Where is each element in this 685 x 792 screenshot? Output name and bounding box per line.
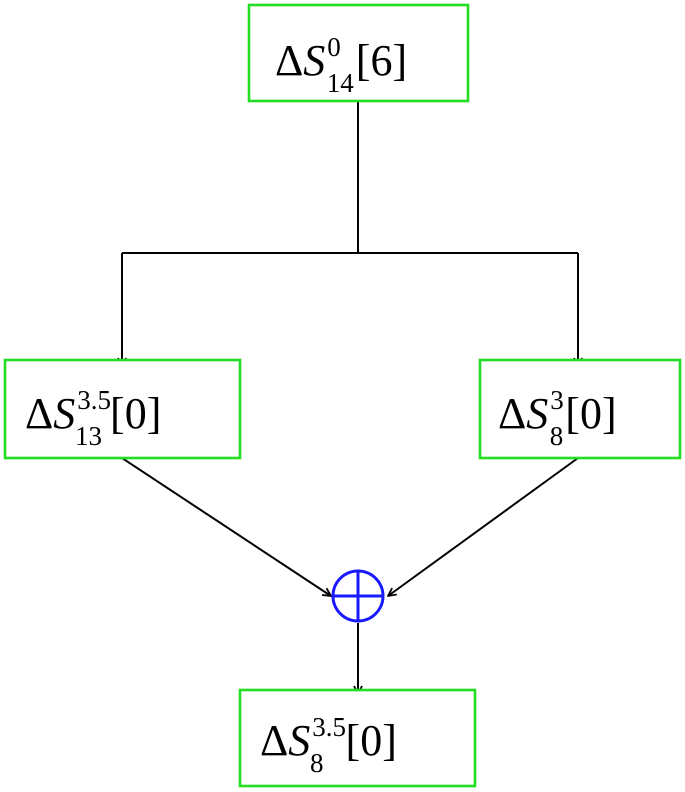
edge-right-to-xor <box>388 457 579 596</box>
node-bottom-box <box>238 688 477 788</box>
node-top-box <box>247 3 470 103</box>
xor-icon <box>331 569 385 623</box>
node-left-box <box>3 358 242 460</box>
edge-left-to-xor <box>121 457 331 596</box>
edges <box>122 101 578 694</box>
node-right-box <box>478 358 682 460</box>
